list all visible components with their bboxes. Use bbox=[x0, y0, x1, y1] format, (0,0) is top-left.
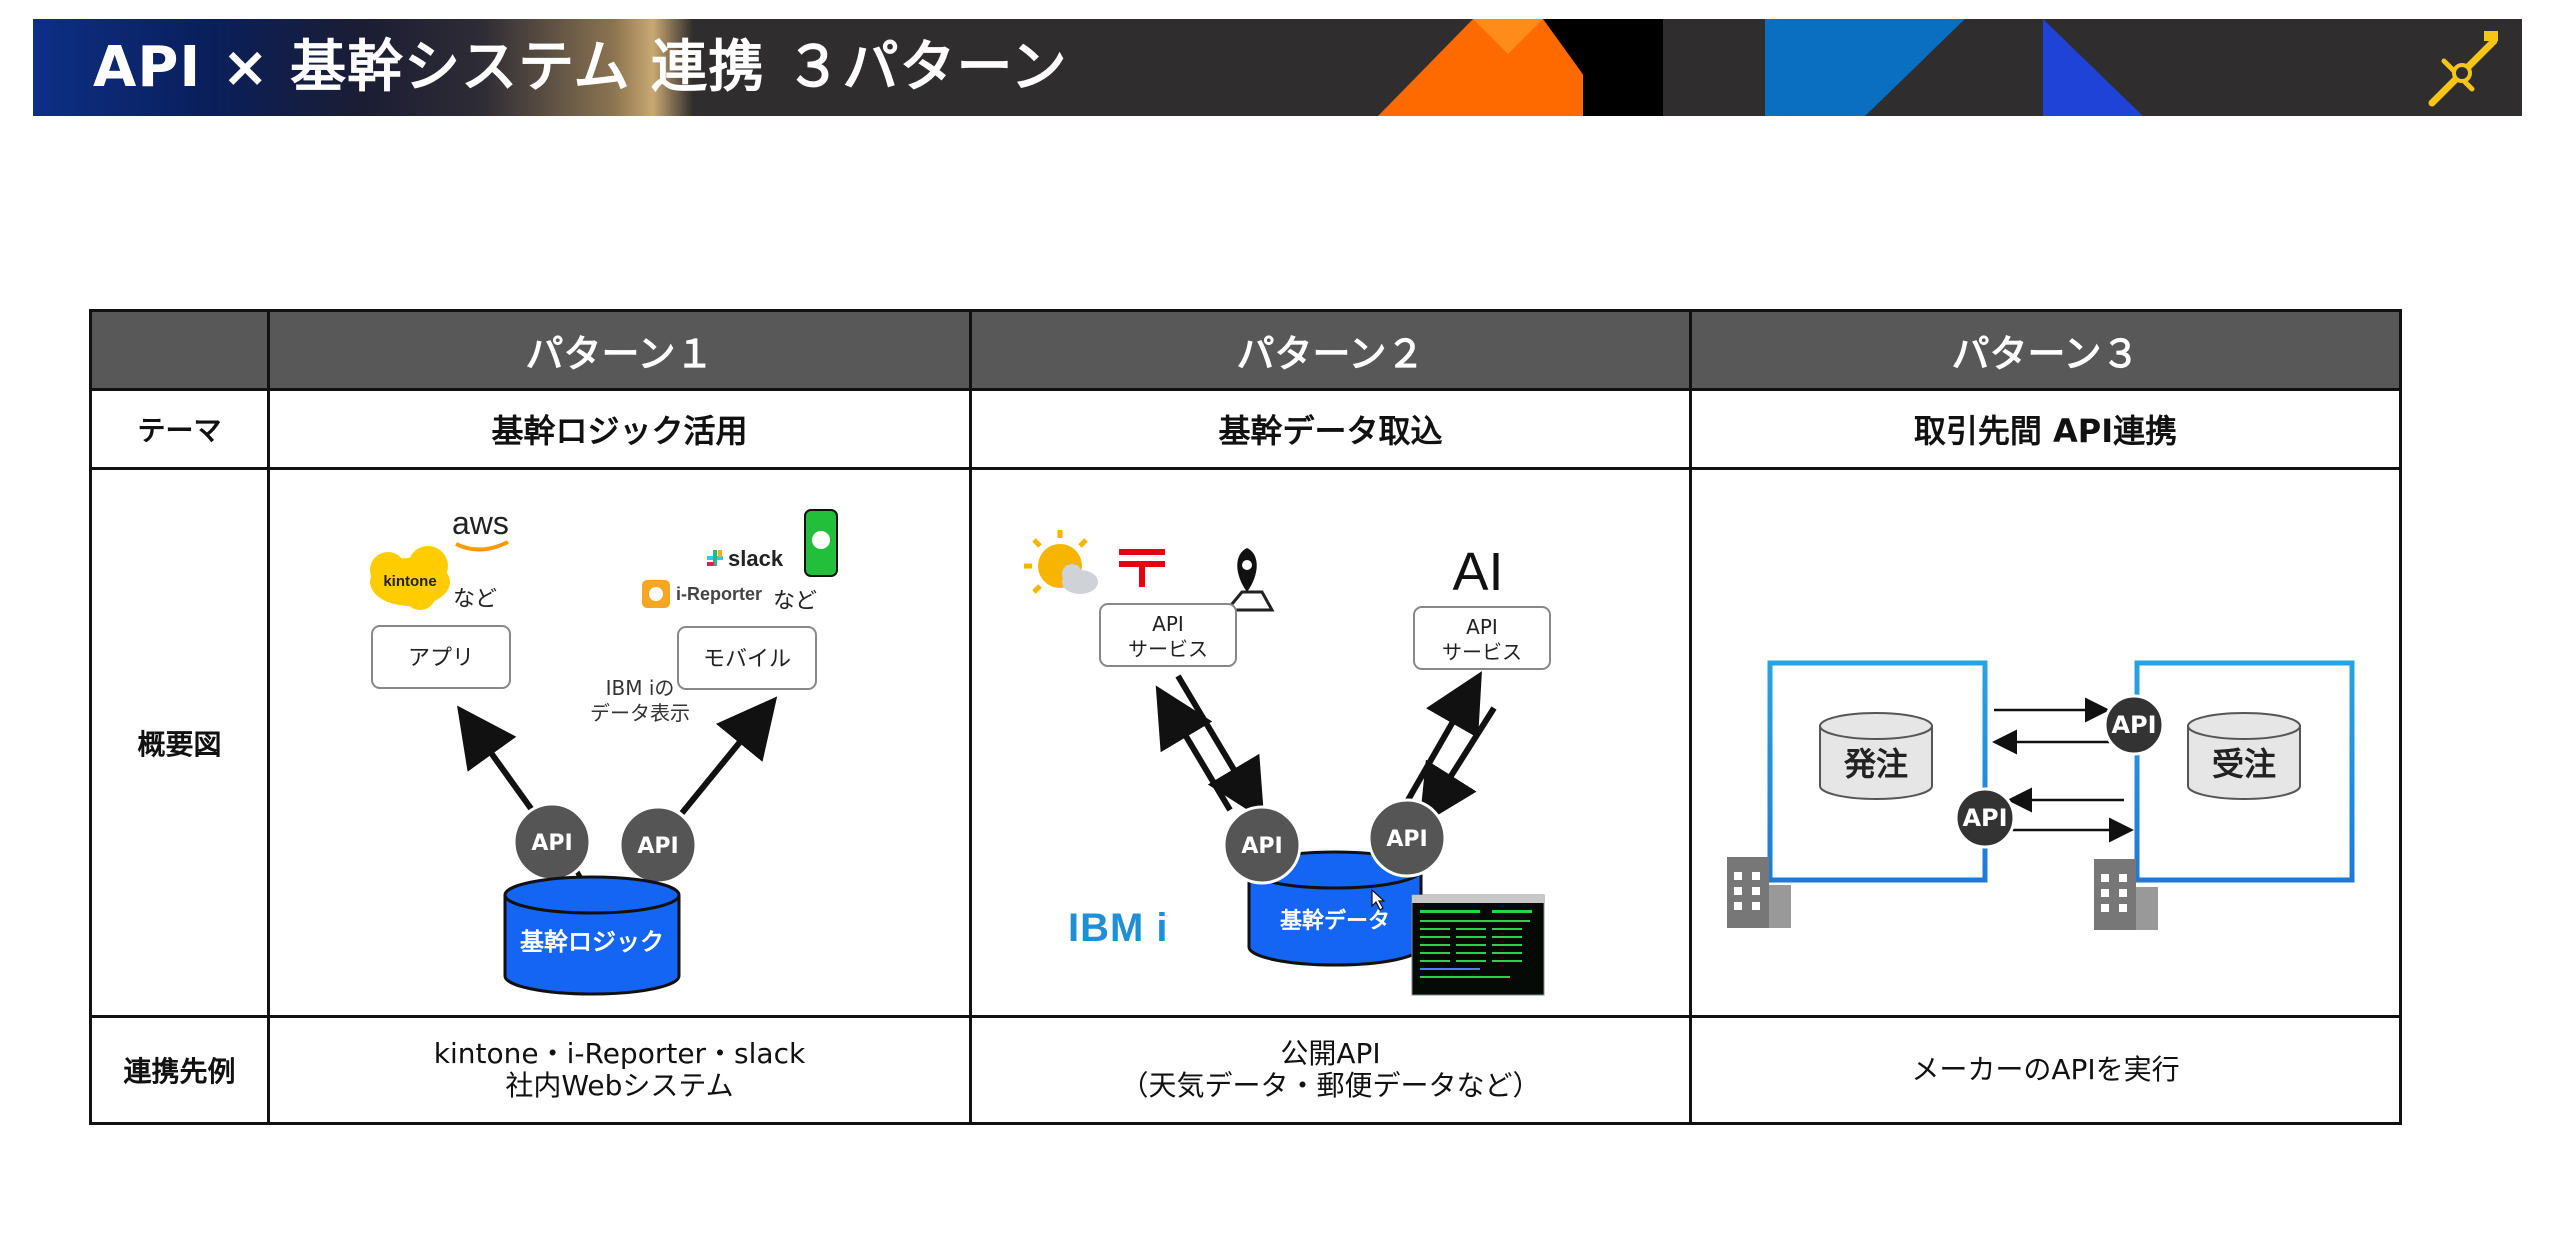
theme-row: テーマ 基幹ロジック活用 基幹データ取込 取引先間 API連携 bbox=[89, 388, 2402, 470]
pattern3-svg: 発注 受注 API API bbox=[1727, 660, 2355, 930]
api-node-3 bbox=[1222, 805, 1302, 885]
api-node-6-label: API bbox=[1962, 804, 2007, 832]
slack-logo-icon bbox=[707, 550, 723, 566]
pattern1-svg: aws kintone など bbox=[370, 505, 838, 996]
table-header-row: パターン１ パターン２ パターン３ bbox=[89, 309, 2402, 391]
examples-pattern2: 公開API （天気データ・郵便データなど） bbox=[969, 1015, 1692, 1125]
diagram-pattern1: aws kintone など bbox=[267, 467, 972, 1018]
ibmi-logo: IBM i bbox=[1068, 906, 1169, 950]
api-service-1-line1: API bbox=[1152, 612, 1184, 636]
row-label-examples: 連携先例 bbox=[89, 1015, 270, 1125]
diagram-pattern2: AI API サービス API サービス bbox=[969, 467, 1692, 1018]
order-label: 発注 bbox=[1843, 745, 1908, 783]
column-header-pattern2: パターン２ bbox=[969, 309, 1692, 391]
header-banner: API × 基幹システム 連携 ３パターン bbox=[33, 19, 2522, 116]
receive-label: 受注 bbox=[2212, 745, 2276, 783]
api-service-2-line2: サービス bbox=[1442, 640, 1522, 664]
arrow-down-right bbox=[1419, 706, 1497, 827]
api-service-box-1 bbox=[1099, 603, 1237, 667]
api-node-6 bbox=[1954, 787, 2016, 849]
aws-smile-icon bbox=[455, 540, 509, 552]
aws-logo: aws bbox=[452, 505, 509, 541]
receive-db-icon bbox=[2187, 712, 2301, 800]
arrow-up-right bbox=[1405, 671, 1482, 802]
mouse-cursor-icon bbox=[1371, 888, 1386, 911]
column-header-pattern1: パターン１ bbox=[267, 309, 972, 391]
row-label-diagram: 概要図 bbox=[89, 467, 270, 1018]
theme-pattern1: 基幹ロジック活用 bbox=[267, 388, 972, 470]
api-service-box-2 bbox=[1413, 606, 1551, 670]
mobile-box-label: モバイル bbox=[703, 647, 791, 672]
examples-pattern2-line1: 公開API bbox=[1280, 1037, 1381, 1070]
corner-cell bbox=[89, 309, 270, 391]
kintone-label: kintone bbox=[383, 573, 436, 590]
weather-icon bbox=[1024, 530, 1098, 594]
mobile-box bbox=[677, 626, 817, 690]
api-node-4 bbox=[1367, 798, 1447, 878]
diagram-row: 概要図 aws bbox=[89, 467, 2402, 1018]
api-node-3-label: API bbox=[1241, 834, 1282, 859]
post-mark-icon bbox=[1119, 549, 1165, 587]
building-icon bbox=[2094, 859, 2158, 930]
core-logic-label: 基幹ロジック bbox=[520, 928, 664, 956]
building-icon bbox=[1727, 857, 1791, 928]
examples-pattern2-line2: （天気データ・郵便データなど） bbox=[1120, 1069, 1541, 1102]
banner-decoration bbox=[1378, 19, 2143, 116]
ireporter-logo-icon bbox=[642, 580, 670, 608]
diagram-pattern3: 発注 受注 API API bbox=[1689, 467, 2402, 1018]
banner-gradient bbox=[33, 19, 1033, 116]
theme-pattern2: 基幹データ取込 bbox=[969, 388, 1692, 470]
row-label-theme: テーマ bbox=[89, 388, 270, 470]
ordering-company-frame bbox=[1767, 660, 1988, 883]
api-service-2-line1: API bbox=[1466, 615, 1498, 639]
ai-label: AI bbox=[1452, 542, 1503, 602]
receiving-company-frame bbox=[2134, 660, 2355, 883]
arrow-to-app bbox=[457, 705, 535, 812]
map-pin-icon bbox=[1223, 548, 1275, 612]
examples-row: 連携先例 kintone・i-Reporter・slack 社内Webシステム … bbox=[89, 1015, 2402, 1125]
order-db-icon bbox=[1819, 712, 1933, 800]
api-node-1-label: API bbox=[531, 831, 572, 856]
app-box bbox=[371, 625, 511, 689]
pattern-table: パターン１ パターン２ パターン３ テーマ 基幹ロジック活用 基幹データ取込 取… bbox=[89, 309, 2402, 1125]
examples-pattern3: メーカーのAPIを実行 bbox=[1689, 1015, 2402, 1125]
etc-label-1: など bbox=[453, 587, 497, 612]
company-logo-icon bbox=[2428, 31, 2498, 107]
column-header-pattern3: パターン３ bbox=[1689, 309, 2402, 391]
app-box-label: アプリ bbox=[408, 646, 474, 671]
api-node-4-label: API bbox=[1386, 827, 1427, 852]
theme-pattern3: 取引先間 API連携 bbox=[1689, 388, 2402, 470]
examples-pattern1-line1: kintone・i-Reporter・slack bbox=[433, 1037, 806, 1070]
pattern2-svg: AI API サービス API サービス bbox=[1024, 530, 1551, 996]
arrow-up-left bbox=[1155, 685, 1233, 812]
green-screen-terminal-icon bbox=[1411, 894, 1545, 996]
api-service-1-line2: サービス bbox=[1128, 637, 1208, 661]
line-phone-icon bbox=[804, 509, 838, 577]
api-node-2-label: API bbox=[637, 834, 678, 859]
examples-pattern1: kintone・i-Reporter・slack 社内Webシステム bbox=[267, 1015, 972, 1125]
examples-pattern3-line1: メーカーのAPIを実行 bbox=[1911, 1053, 2180, 1086]
page-title: API × 基幹システム 連携 ３パターン bbox=[93, 35, 1068, 100]
core-logic-db-icon bbox=[503, 875, 681, 996]
kintone-logo-icon bbox=[370, 546, 450, 610]
arrow-down-left bbox=[1175, 674, 1265, 821]
api-node-5-label: API bbox=[2111, 711, 2156, 739]
ireporter-label: i-Reporter bbox=[676, 584, 762, 604]
slack-label: slack bbox=[728, 546, 784, 571]
core-data-label: 基幹データ bbox=[1280, 908, 1390, 934]
ibmi-note-line2: データ表示 bbox=[590, 701, 690, 725]
examples-pattern1-line2: 社内Webシステム bbox=[505, 1069, 734, 1102]
api-node-5 bbox=[2103, 694, 2165, 756]
etc-label-2: など bbox=[773, 589, 817, 614]
ibmi-note-line1: IBM iの bbox=[606, 676, 675, 700]
arrow-to-mobile bbox=[679, 696, 778, 815]
